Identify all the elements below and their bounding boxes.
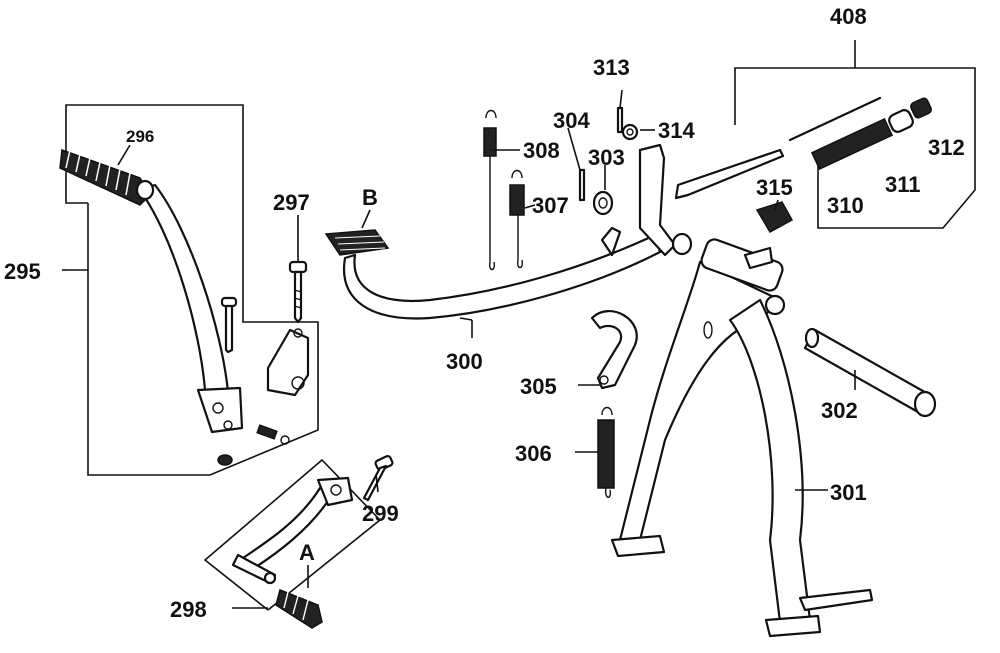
- pin-304: [578, 168, 586, 202]
- stand-pedal-arm: [342, 233, 662, 320]
- label-313: 313: [593, 55, 630, 80]
- label-307: 307: [532, 193, 569, 218]
- label-314: 314: [658, 118, 695, 143]
- gear-pedal-group: [203, 454, 394, 629]
- washer-303: [592, 190, 614, 216]
- cotter-pin-313: [616, 106, 624, 134]
- bolt-299: [362, 454, 394, 502]
- label-302: 302: [821, 398, 858, 423]
- label-310: 310: [827, 193, 864, 218]
- stand-pedal-group: [324, 143, 693, 320]
- spring-hook-305: [590, 310, 638, 390]
- kick-starter-group: [59, 104, 319, 476]
- spring-308: [483, 109, 497, 271]
- label-A: A: [299, 540, 315, 565]
- label-312: 312: [928, 135, 965, 160]
- kick-lever-arm: [138, 183, 230, 394]
- label-308: 308: [523, 138, 560, 163]
- spring-307: [509, 169, 525, 269]
- label-298: 298: [170, 597, 207, 622]
- label-303: 303: [588, 145, 625, 170]
- spring-306: [597, 406, 615, 498]
- label-311: 311: [885, 172, 921, 197]
- part-labels: 295 296 297 298 299 300 301 302 303 304 …: [4, 4, 965, 622]
- label-306: 306: [515, 441, 552, 466]
- label-305: 305: [520, 374, 557, 399]
- label-299: 299: [362, 501, 399, 526]
- kick-clamp: [266, 328, 310, 397]
- label-408: 408: [830, 4, 867, 29]
- washer-314: [621, 123, 639, 141]
- kick-rubber-grip: [59, 148, 155, 206]
- shaft-302: [803, 327, 937, 418]
- label-296: 296: [126, 127, 154, 146]
- label-295: 295: [4, 259, 41, 284]
- kick-pivot-pin: [224, 302, 234, 354]
- leader-lines: [62, 89, 856, 609]
- gear-pedal-rubber: [275, 588, 323, 629]
- label-301: 301: [830, 480, 867, 505]
- main-stand: [610, 238, 874, 638]
- label-300: 300: [446, 349, 483, 374]
- bolt-297: [288, 260, 308, 324]
- label-297: 297: [273, 190, 310, 215]
- label-315: 315: [756, 175, 793, 200]
- label-304: 304: [553, 108, 590, 133]
- rubber-block-315: [755, 201, 794, 234]
- group-408: [674, 40, 976, 229]
- label-B: B: [362, 185, 378, 210]
